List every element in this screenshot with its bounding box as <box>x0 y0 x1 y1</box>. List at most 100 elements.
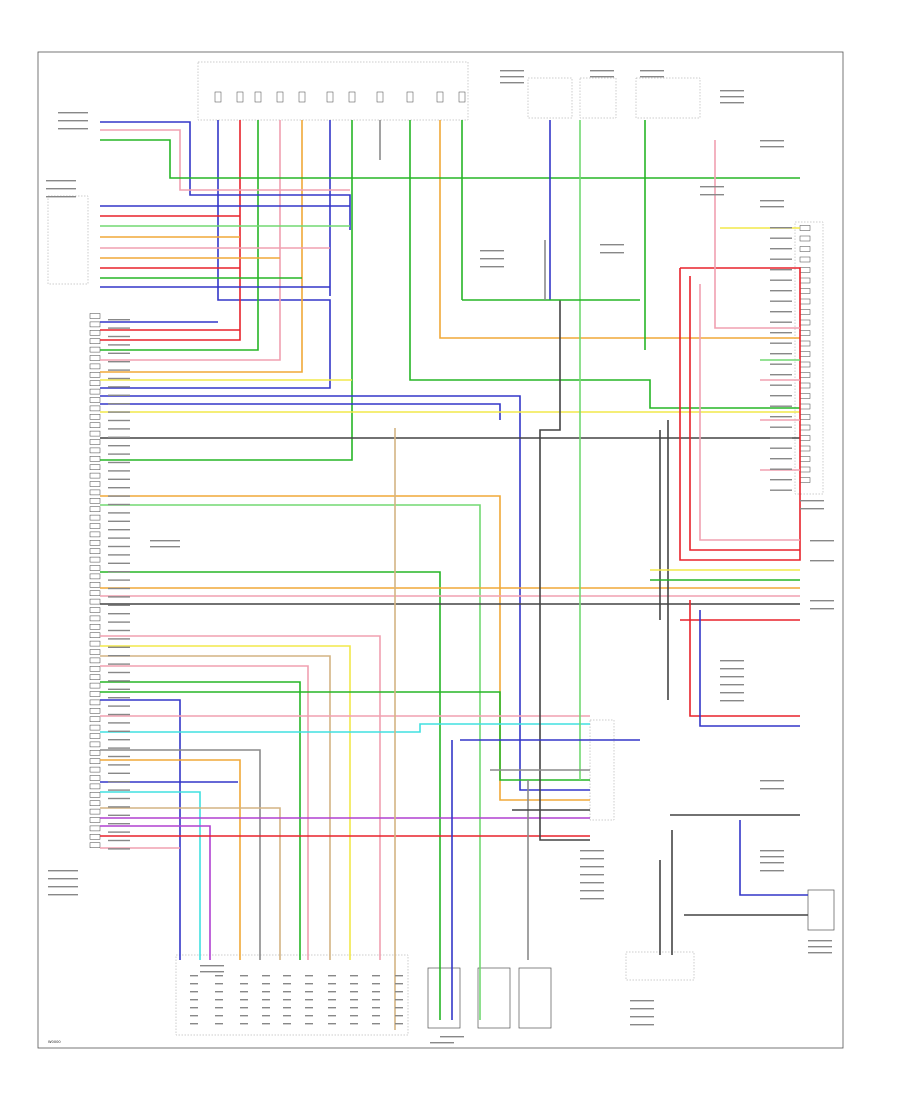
connector-pin <box>89 447 101 454</box>
connector-pin <box>89 649 101 655</box>
label-mark <box>108 806 130 808</box>
connector-pin <box>799 330 811 336</box>
connector-pin <box>89 388 101 395</box>
connector-pin <box>799 235 811 242</box>
label-mark <box>48 894 78 896</box>
label-mark <box>190 999 198 1001</box>
wire-orange <box>100 495 590 801</box>
connector-pin <box>406 91 414 103</box>
connector-pin <box>298 91 306 103</box>
label-mark <box>48 870 78 872</box>
label-mark <box>108 545 130 548</box>
label-mark <box>108 352 130 354</box>
connector-pin <box>89 439 101 445</box>
connector-pin <box>89 674 101 680</box>
label-mark <box>108 604 130 606</box>
connector-pin <box>799 267 811 273</box>
connector-pin <box>799 445 811 452</box>
label-mark <box>770 458 792 460</box>
label-mark <box>760 206 784 208</box>
label-mark <box>720 700 744 702</box>
label-mark <box>770 321 792 323</box>
label-mark <box>108 512 130 514</box>
label-mark <box>108 377 130 380</box>
label-mark <box>262 1023 270 1025</box>
label-mark <box>480 250 504 252</box>
label-mark <box>262 1015 270 1017</box>
label-mark <box>108 428 130 430</box>
connector-pin <box>89 657 101 664</box>
wire-pink <box>100 665 309 960</box>
connector-pin <box>89 556 101 563</box>
connector-pin <box>89 800 101 806</box>
label-mark <box>770 395 792 397</box>
label-mark <box>262 1007 270 1009</box>
connector-pin <box>89 313 101 319</box>
connector-pin <box>89 834 101 840</box>
wire-red <box>679 267 801 561</box>
connector-pin <box>89 363 101 370</box>
connector-pin <box>799 414 811 420</box>
label-mark <box>108 629 130 632</box>
label-mark <box>808 940 832 942</box>
connector-pin <box>458 91 466 103</box>
label-mark <box>108 747 130 749</box>
label-mark <box>760 856 784 858</box>
label-mark <box>108 613 130 615</box>
label-mark <box>108 403 130 405</box>
label-mark <box>808 952 832 954</box>
label-mark <box>328 1015 336 1017</box>
connector-pin <box>89 456 101 462</box>
label-mark <box>350 975 358 977</box>
label-mark <box>630 1000 654 1002</box>
label-mark <box>108 831 130 833</box>
connector-pin <box>89 582 101 588</box>
label-mark <box>800 500 824 502</box>
connector-pin <box>89 548 101 554</box>
label-mark <box>760 788 784 790</box>
label-mark <box>108 814 130 816</box>
label-mark <box>58 120 88 122</box>
label-mark <box>395 983 403 985</box>
label-mark <box>500 76 524 78</box>
label-mark <box>108 638 130 640</box>
label-mark <box>108 537 130 539</box>
connector-pin <box>89 716 101 722</box>
label-mark <box>328 999 336 1001</box>
label-mark <box>395 991 403 993</box>
label-mark <box>372 999 380 1001</box>
label-mark <box>108 839 130 842</box>
left-connector-block <box>47 195 89 285</box>
connector-pin <box>89 783 101 790</box>
connector-pin <box>89 472 101 479</box>
label-mark <box>108 503 130 506</box>
wire-green <box>100 120 353 461</box>
label-mark <box>590 70 614 72</box>
label-mark <box>770 468 792 470</box>
connector-pin <box>799 372 811 378</box>
label-mark <box>108 697 130 699</box>
label-mark <box>108 327 130 329</box>
label-mark <box>305 1015 313 1017</box>
connector-pin <box>89 540 101 546</box>
label-mark <box>760 780 784 782</box>
diagram-frame <box>37 51 844 1049</box>
connector-pin <box>89 699 101 706</box>
label-mark <box>108 394 130 396</box>
wire-lightgreen <box>100 504 481 1020</box>
connector-pin <box>799 298 811 305</box>
label-mark <box>590 76 614 78</box>
label-mark <box>760 862 784 864</box>
connector-pin <box>799 435 811 441</box>
label-mark <box>108 369 130 371</box>
label-mark <box>150 540 180 542</box>
label-mark <box>770 248 792 250</box>
label-mark <box>770 479 792 481</box>
label-mark <box>108 671 130 674</box>
label-mark <box>770 489 792 491</box>
wire-green <box>409 120 800 409</box>
connector-pin <box>799 340 811 347</box>
label-mark <box>372 983 380 985</box>
connector-pin <box>89 825 101 832</box>
wire-blue <box>100 699 181 960</box>
